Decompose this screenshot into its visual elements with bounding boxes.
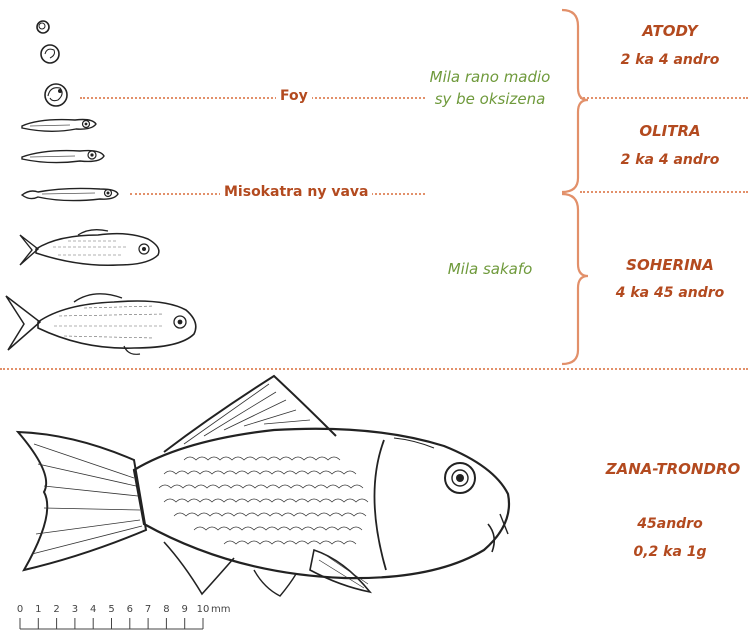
scale-tick-label: 6	[127, 604, 133, 615]
yolk-label: Misokatra ny vava	[220, 184, 372, 200]
juvenile-fish-large	[4, 286, 200, 358]
adult-carp-illustration	[14, 374, 534, 600]
water-need-label: Mila rano madio sy be oksizena	[410, 66, 570, 110]
stage-larva-duration: 2 ka 4 andro	[595, 152, 745, 168]
larva-illustration-3	[20, 183, 120, 205]
egg-illustration-2	[38, 42, 64, 68]
scale-tick-label: 3	[72, 604, 78, 615]
hatch-dotted-line-left	[80, 97, 425, 99]
brace-egg-larva	[560, 8, 590, 193]
water-need-line2: sy be oksizena	[410, 88, 570, 110]
stage-egg-duration: 2 ka 4 andro	[595, 52, 745, 68]
stage-juvenile-duration: 4 ka 45 andro	[595, 285, 745, 301]
stage-adult-name: ZANA-TRONDRO	[598, 460, 748, 478]
stage-egg-name: ATODY	[595, 22, 745, 40]
egg-illustration-1	[34, 18, 54, 38]
yolk-dotted-line-right	[580, 191, 748, 193]
scale-tick-label: 1	[35, 604, 41, 615]
scale-tick-label: 5	[108, 604, 114, 615]
larva-illustration-2	[20, 145, 106, 167]
stage-adult-duration-2: 0,2 ka 1g	[595, 544, 745, 560]
egg-illustration-3	[42, 82, 72, 110]
stage-larva-name: OLITRA	[595, 122, 745, 140]
water-need-line1: Mila rano madio	[410, 66, 570, 88]
scale-tick-label: 9	[182, 604, 188, 615]
juvenile-fish-small	[18, 225, 164, 275]
scale-tick-label: 10	[197, 604, 210, 615]
scale-tick-label: 7	[145, 604, 151, 615]
larva-illustration-1	[20, 114, 100, 136]
scale-tick-label: 0	[17, 604, 23, 615]
stage-juvenile-name: SOHERINA	[595, 256, 745, 274]
scale-tick-label: 2	[53, 604, 59, 615]
brace-juvenile	[560, 192, 590, 367]
scale-tick-label: 4	[90, 604, 96, 615]
stage-adult-duration-1: 45andro	[595, 516, 745, 532]
scale-tick-label: 8	[163, 604, 169, 615]
scale-unit-label: mm	[211, 604, 230, 615]
food-need-label: Mila sakafo	[410, 258, 570, 280]
juvenile-dotted-line	[0, 368, 748, 370]
hatch-label: Foy	[276, 88, 312, 104]
hatch-dotted-line-right	[580, 97, 748, 99]
